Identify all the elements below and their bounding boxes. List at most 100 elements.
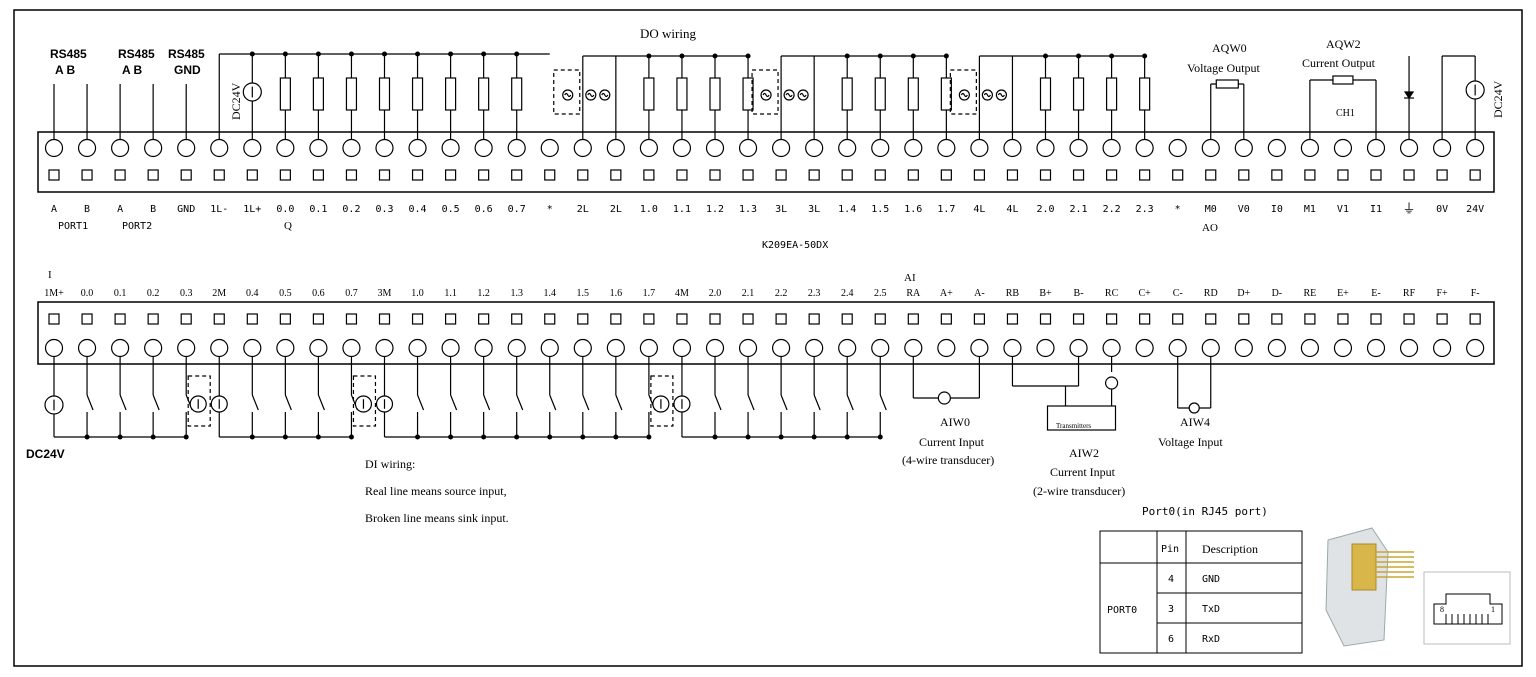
top-terminal-screw <box>738 138 758 158</box>
bottom-terminal-label: F- <box>1471 288 1480 299</box>
top-terminal-screw <box>705 138 725 158</box>
aiw2-line2: (2-wire transducer) <box>1033 484 1125 498</box>
ai-label: AI <box>904 272 916 284</box>
top-terminal-slot <box>213 169 225 181</box>
bottom-terminal-screw <box>1399 338 1419 358</box>
top-terminal-label: 2.0 <box>1036 204 1054 215</box>
bottom-terminal-label: RB <box>1006 288 1020 299</box>
top-terminal-screw <box>144 138 163 158</box>
bottom-terminal-screw <box>507 338 526 358</box>
top-terminal-label: 1.3 <box>739 204 757 215</box>
bottom-terminal-screw <box>1234 338 1253 358</box>
top-terminal-label: 4L <box>1006 204 1018 215</box>
bottom-terminal-label: E- <box>1371 288 1380 299</box>
model-label: K209EA-50DX <box>762 240 828 251</box>
top-terminal-slot <box>775 169 787 181</box>
top-terminal-slot <box>1006 169 1019 181</box>
port0-row2-desc: TxD <box>1202 604 1220 615</box>
bottom-terminal-label: B+ <box>1039 288 1052 299</box>
bottom-terminal-slot <box>544 313 556 325</box>
bottom-terminal-screw <box>573 338 592 358</box>
aiw0-title: AIW0 <box>940 415 970 429</box>
top-terminal-label: 1.1 <box>673 204 691 215</box>
top-terminal-slot <box>478 169 490 181</box>
bottom-terminal-slot <box>246 313 258 325</box>
top-terminal-slot <box>1271 169 1283 181</box>
bottom-terminal-label: 2.4 <box>841 288 854 299</box>
outer-frame <box>13 9 1523 667</box>
bottom-terminal-label: 0.3 <box>180 288 193 299</box>
top-terminal-screw <box>970 138 989 158</box>
di-note-2: Real line means source input, <box>365 484 507 498</box>
top-terminal-label: 2.1 <box>1070 204 1088 215</box>
bottom-terminal-label: 4M <box>675 288 689 299</box>
bottom-terminal-slot <box>1469 313 1481 325</box>
top-terminal-screw <box>276 138 295 158</box>
wiring <box>44 51 1485 440</box>
top-terminal-label: GND <box>177 204 195 215</box>
top-terminal-label: 0V <box>1436 204 1448 215</box>
bottom-terminal-screw <box>970 338 989 358</box>
top-terminal-slot <box>544 169 556 181</box>
aiw2-line1: Current Input <box>1050 465 1116 479</box>
rj45-pin1: 1 <box>1491 605 1495 614</box>
top-terminal-label: 4L <box>973 204 985 215</box>
bottom-terminal-label: 2.5 <box>874 288 887 299</box>
bottom-terminal-screw <box>144 338 163 358</box>
top-terminal-label: 0.2 <box>342 204 360 215</box>
bottom-terminal-label: C+ <box>1138 288 1151 299</box>
top-terminal-slot <box>1370 169 1382 181</box>
top-terminal-slot <box>246 169 258 181</box>
top-terminal-slot <box>808 169 820 181</box>
port0-group: PORT0 <box>1107 605 1137 616</box>
top-terminal-screw <box>540 138 559 158</box>
top-terminal-label: 0.0 <box>276 204 294 215</box>
bottom-terminal-screw <box>904 338 923 358</box>
top-terminal-label: V1 <box>1337 204 1349 215</box>
port0-row1-pin: 4 <box>1168 574 1174 585</box>
top-terminal-label: 1.0 <box>640 204 658 215</box>
rs485-label-3: RS485 <box>168 47 205 61</box>
top-terminal-label: * <box>547 204 553 215</box>
di-note-3: Broken line means sink input. <box>365 511 509 525</box>
bottom-terminal-label: 1.3 <box>510 288 523 299</box>
bottom-terminal-slot <box>907 313 919 325</box>
top-terminal-screw <box>1069 138 1088 158</box>
top-terminal-screw <box>937 138 956 158</box>
top-terminal-slot <box>610 169 622 181</box>
top-terminal-slot <box>973 169 986 181</box>
bottom-terminal-screw <box>474 338 493 358</box>
aiw0-line1: Current Input <box>919 435 985 449</box>
bottom-terminal-label: 0.0 <box>81 288 94 299</box>
top-terminal-label: 0.5 <box>442 204 460 215</box>
bottom-terminal-label: A- <box>974 288 985 299</box>
top-terminal-screw <box>1333 138 1353 158</box>
bottom-terminal-slot <box>1238 313 1250 325</box>
top-terminal-screw <box>507 138 526 158</box>
bottom-terminal-label: 0.1 <box>114 288 127 299</box>
bottom-terminal-screw <box>44 338 64 358</box>
port0-row2-pin: 3 <box>1168 604 1174 615</box>
aqw0-title: AQW0 <box>1212 41 1247 55</box>
top-terminal-label: 3L <box>808 204 820 215</box>
top-terminal-screw <box>1432 138 1452 158</box>
bottom-terminal-screw <box>672 338 692 358</box>
bottom-terminal-screw <box>1267 338 1286 358</box>
aqw2-ch: CH1 <box>1336 108 1355 119</box>
top-terminal-slot <box>1139 169 1151 181</box>
aqw2-title: AQW2 <box>1326 37 1361 51</box>
aiw2-title: AIW2 <box>1069 446 1099 460</box>
bottom-terminal-screw <box>1135 338 1154 358</box>
bottom-terminal-slot <box>841 313 853 325</box>
bottom-terminal-slot <box>676 313 688 325</box>
top-terminal-label: 1L- <box>210 204 228 215</box>
top-terminal-slot <box>1238 169 1250 181</box>
top-terminal-screw <box>672 138 692 158</box>
top-terminal-screw <box>573 138 592 158</box>
bottom-terminal-slot <box>345 313 358 325</box>
q-label: Q <box>284 220 292 232</box>
top-terminal-screw <box>838 138 857 158</box>
